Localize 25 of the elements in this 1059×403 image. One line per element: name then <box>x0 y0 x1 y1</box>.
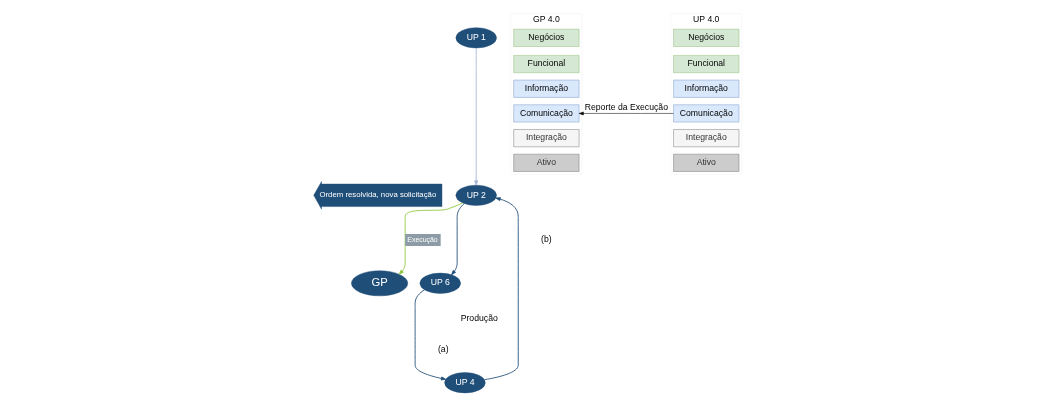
label: (b) <box>541 234 552 245</box>
node-box: Informação <box>513 79 580 98</box>
arrow <box>451 203 465 276</box>
node-box: Ativo <box>673 153 740 172</box>
arrow <box>398 202 464 275</box>
arrow <box>484 197 519 381</box>
label: Produção <box>460 312 498 323</box>
node-box: Negócios <box>673 28 740 47</box>
node-box: Funcional <box>673 55 740 73</box>
arrow <box>578 111 674 116</box>
node-box: Ativo <box>513 153 580 172</box>
arrow <box>414 289 447 381</box>
node-box: Negócios <box>513 28 580 47</box>
node-box: Integração <box>513 129 580 147</box>
label: (a) <box>437 343 449 354</box>
node-ellipse: UP 4 <box>444 372 486 394</box>
node-box: Comunicação <box>673 104 740 123</box>
arrow <box>474 47 479 186</box>
node-ellipse: UP 1 <box>455 27 497 49</box>
node-box: Funcional <box>513 55 580 73</box>
node-box: Integração <box>673 129 740 147</box>
node-ellipse: UP 2 <box>455 184 497 206</box>
node-box: Informação <box>673 79 740 98</box>
node-box: Comunicação <box>513 104 580 123</box>
edge-label: Reporte da Execução <box>584 101 668 112</box>
